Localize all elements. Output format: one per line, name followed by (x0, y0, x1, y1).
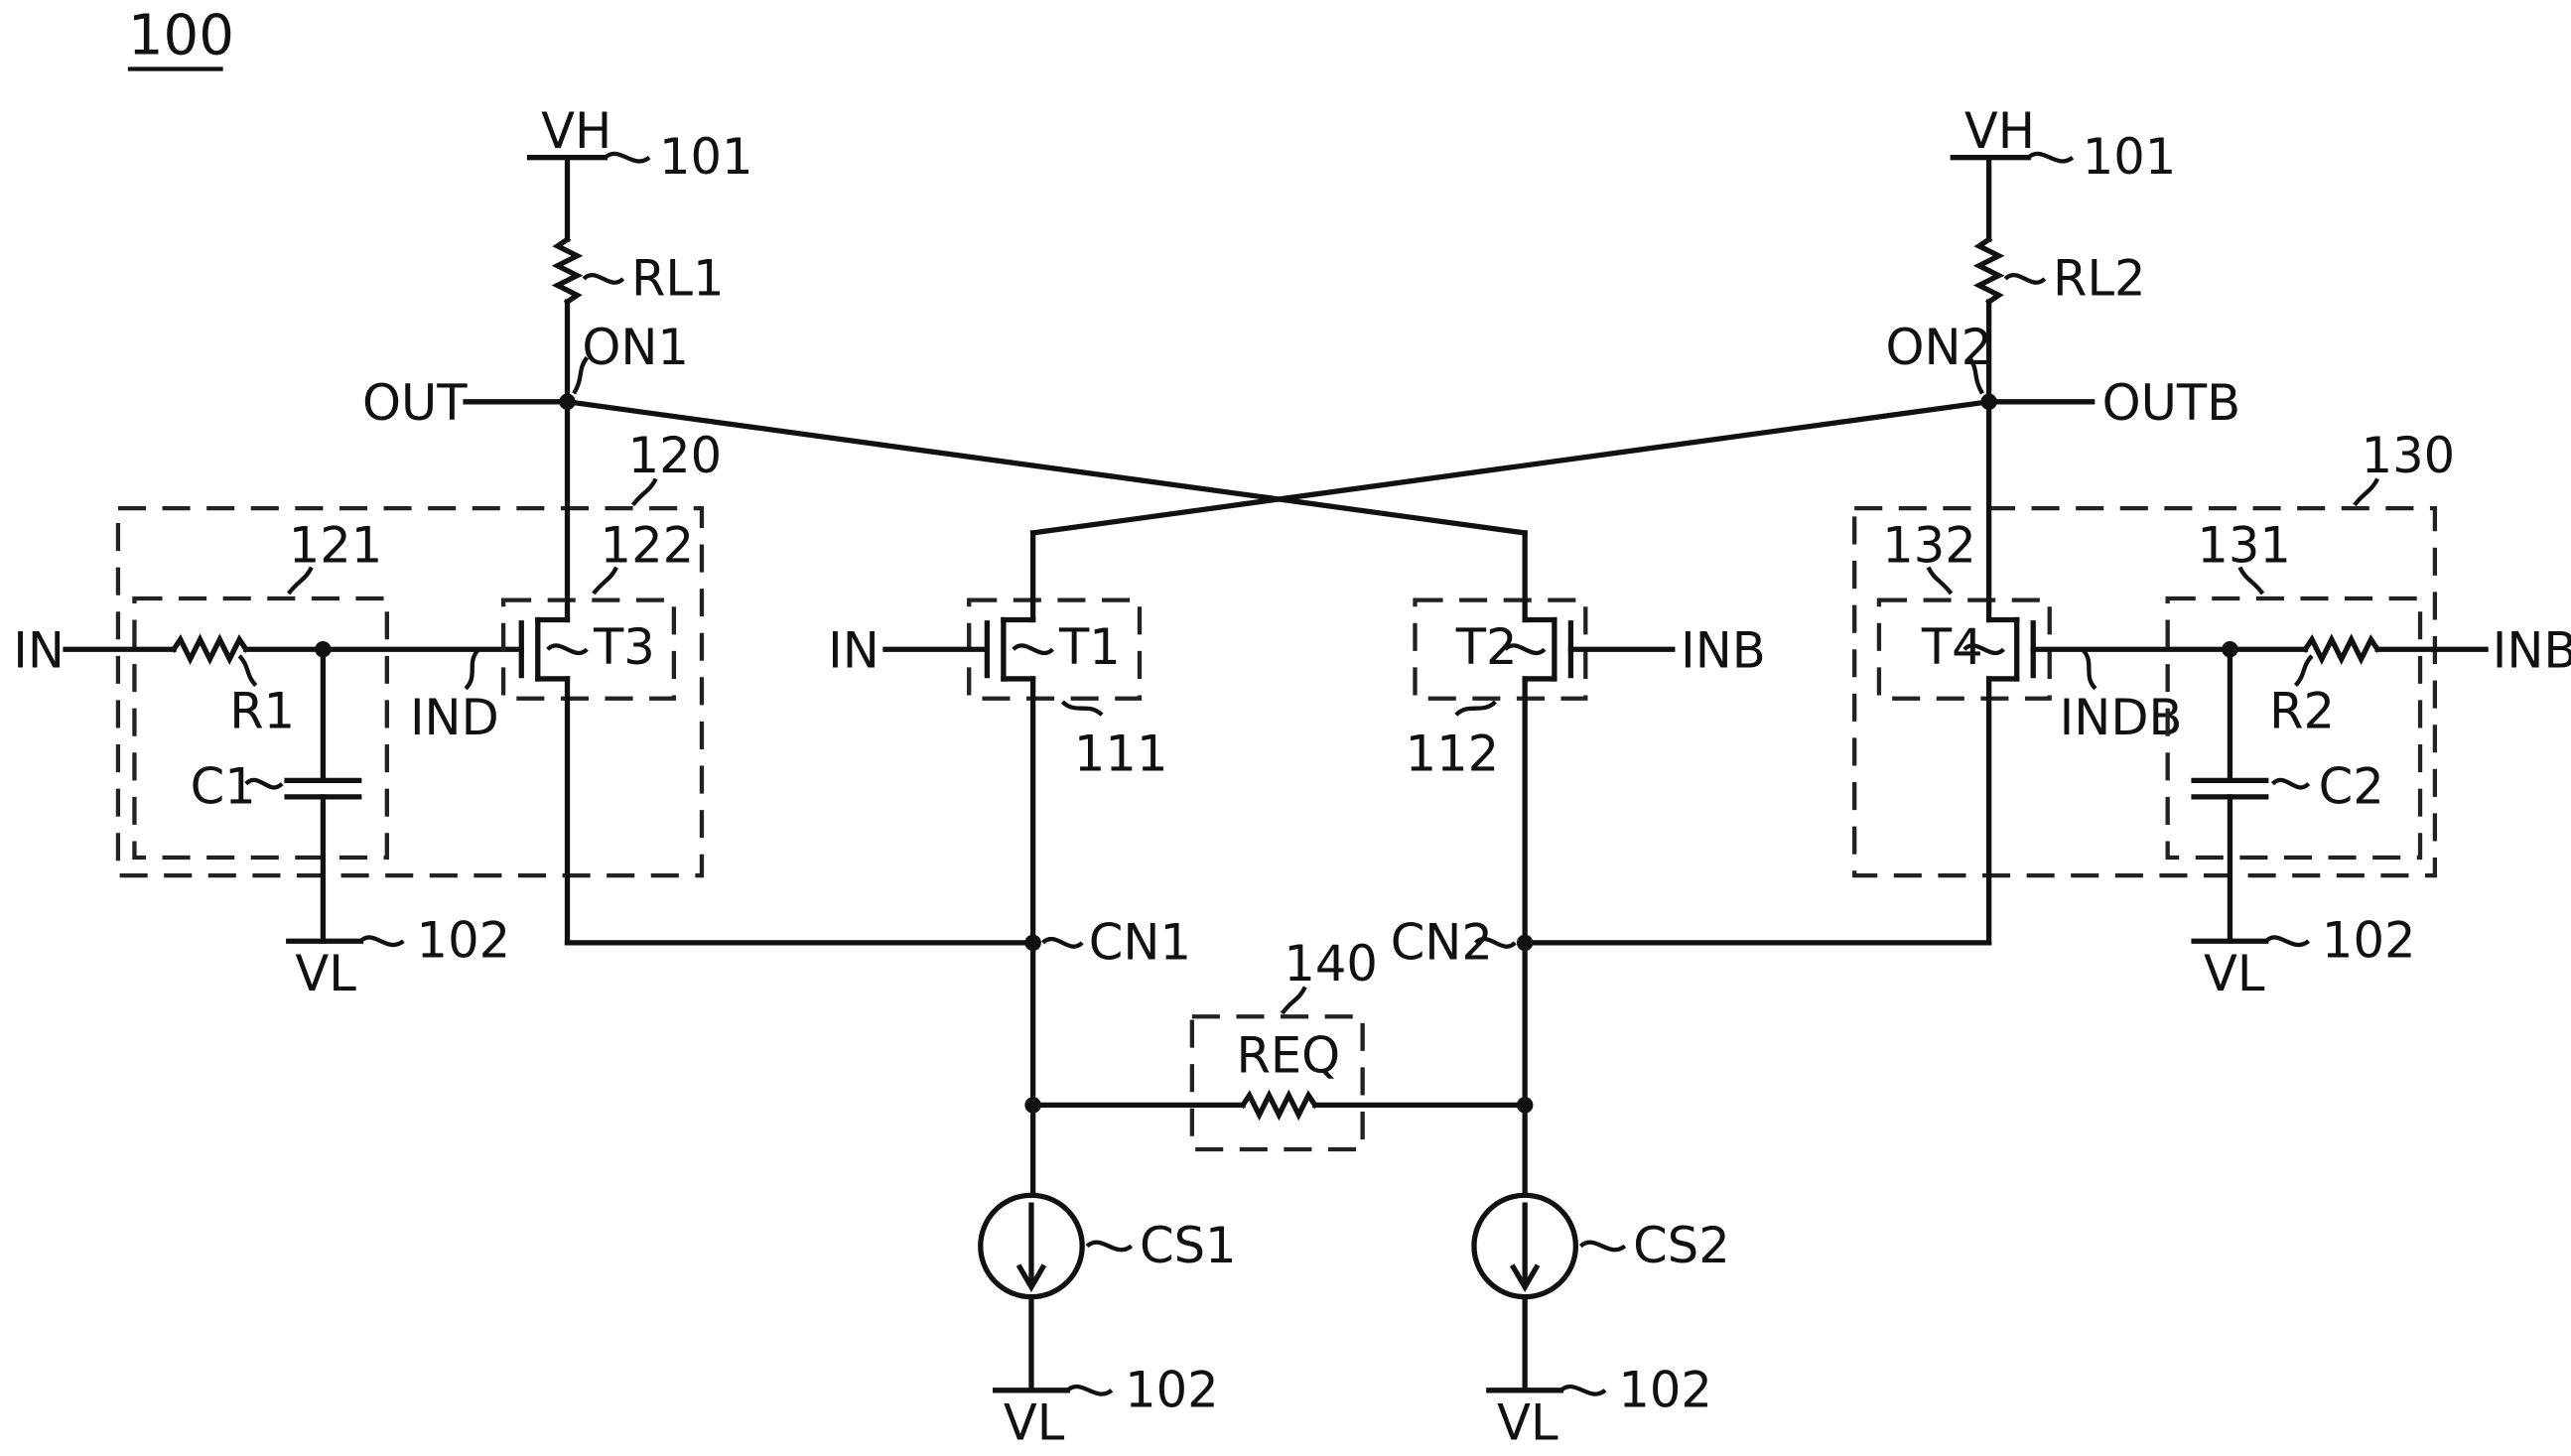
t4-label: T4 (1921, 618, 1983, 676)
output-node-on1: OUT ON1 (362, 319, 689, 432)
rl1-label: RL1 (631, 249, 725, 307)
cross-wire-on1-to-t2 (564, 398, 1529, 536)
indb-label: INDB (2060, 689, 2183, 746)
common-node-cn2: CN2 (1391, 696, 1992, 971)
vl-ref-left: 102 (417, 912, 511, 970)
on2-label: ON2 (1886, 319, 1993, 376)
rl2-label: RL2 (2053, 249, 2146, 307)
vh-label-left: VH (541, 102, 611, 160)
output-node-on2: OUTB ON2 (1886, 319, 2241, 432)
inb-label-right: INB (2493, 621, 2571, 679)
block-140-label: 140 (1284, 935, 1378, 993)
vl-label-left: VL (295, 945, 356, 1002)
vl-label-cs1: VL (1004, 1393, 1065, 1451)
cs1-label: CS1 (1140, 1217, 1237, 1274)
cn1-label: CN1 (1089, 913, 1191, 971)
load-resistor-rl1: RL1 (551, 155, 725, 405)
vh-label-right: VH (1964, 102, 2035, 160)
in-label-left: IN (13, 621, 65, 679)
left-supply: VH 101 (526, 102, 753, 186)
inb-label-t2: INB (1681, 621, 1766, 679)
c2-label: C2 (2319, 757, 2384, 815)
t3-label: T3 (593, 618, 655, 676)
current-source-cs2: CS2 VL 102 (1471, 1192, 1730, 1451)
vh-ref-right: 101 (2083, 128, 2177, 186)
transistor-t2: INB T2 112 (1406, 597, 1766, 782)
cross-wire-on2-to-t1 (1029, 398, 1992, 536)
current-source-cs1: CS1 VL 102 (978, 1192, 1237, 1451)
r1-label: R1 (229, 683, 295, 740)
cs2-label: CS2 (1633, 1217, 1730, 1274)
vl-ref-right: 102 (2322, 912, 2416, 970)
vl-ref-cs2: 102 (1618, 1361, 1712, 1418)
common-node-cn1: CN1 (564, 696, 1191, 971)
t2-label: T2 (1455, 618, 1518, 676)
figure-number: 100 (128, 4, 234, 68)
req-label: REQ (1236, 1026, 1340, 1084)
block-122-label: 122 (601, 517, 695, 575)
right-supply: VH 101 (1950, 102, 2177, 186)
block-121-label: 121 (289, 517, 383, 575)
t1-label: T1 (1058, 618, 1121, 676)
cn2-label: CN2 (1391, 913, 1493, 971)
vl-label-cs2: VL (1497, 1393, 1558, 1451)
block-120-label: 120 (628, 427, 723, 484)
block-130-label: 130 (2362, 427, 2456, 484)
vl-label-right: VL (2204, 945, 2265, 1002)
block-132-label: 132 (1882, 517, 1976, 575)
block-131-label: 131 (2197, 517, 2291, 575)
ind-label: IND (410, 689, 499, 746)
out-label: OUT (362, 374, 468, 432)
c1-label: C1 (191, 757, 256, 815)
load-resistor-rl2: RL2 (1972, 155, 2146, 405)
block-111-label: 111 (1074, 725, 1168, 782)
in-label-t1: IN (828, 621, 880, 679)
block-120: 120 121 IN R1 C1 VL 102 IND 122 (13, 399, 723, 1002)
transistor-t1: IN T1 111 (828, 597, 1168, 782)
block-140-req: REQ 140 (1024, 935, 1534, 1198)
vl-ref-cs1: 102 (1125, 1361, 1219, 1418)
on1-label: ON1 (582, 319, 689, 376)
block-130: 130 132 T4 INDB 131 INB R2 C2 VL (1852, 399, 2571, 1002)
vh-ref-left: 101 (659, 128, 753, 186)
outb-label: OUTB (2102, 374, 2241, 432)
block-112-label: 112 (1406, 725, 1500, 782)
r2-label: R2 (2269, 683, 2335, 740)
